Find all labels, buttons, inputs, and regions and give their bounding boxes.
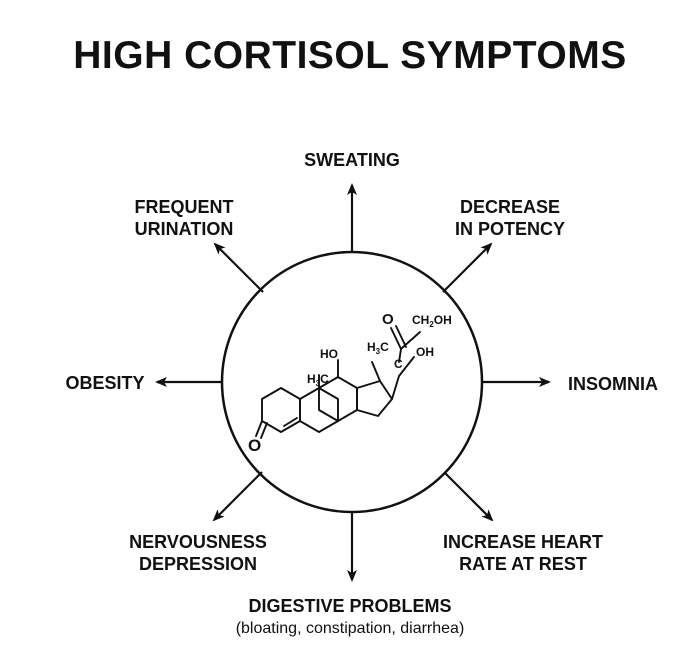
hydroxyl-17-bond (398, 356, 415, 377)
arrow-bottom-left (212, 471, 263, 522)
arrow-top-right (442, 242, 493, 293)
c20-c21-bond (401, 331, 421, 349)
symptom-bottom-note: (bloating, constipation, diarrhea) (235, 620, 465, 637)
c17-c20-bond (391, 375, 400, 400)
symptom-top-right: DECREASE IN POTENCY (454, 197, 565, 239)
c20-label: C (394, 357, 403, 371)
symptom-top: SWEATING (304, 150, 400, 170)
symptom-bottom-right: INCREASE HEART RATE AT REST (442, 532, 603, 574)
h3c-19-label: H3C (307, 372, 329, 388)
side-ketone-bond-1 (390, 327, 402, 350)
arrow-bottom-right (443, 471, 494, 522)
symptom-right: INSOMNIA (568, 374, 658, 394)
ketone-bond-2 (260, 422, 268, 439)
oh-17-label: OH (416, 345, 434, 359)
c20-bond (398, 348, 402, 363)
side-ketone-bond-2 (395, 325, 407, 348)
ho-11-label: HO (320, 347, 338, 361)
cortisol-molecule (255, 325, 421, 439)
symptom-bottom: DIGESTIVE PROBLEMS (248, 596, 452, 616)
ch2oh-label: CH2OH (412, 313, 452, 329)
ring-a-double-bond (283, 417, 298, 427)
ring-b (299, 387, 339, 433)
symptom-bottom-left: NERVOUSNESS DEPRESSION (129, 532, 267, 574)
symptom-top-left: FREQUENT URINATION (134, 197, 234, 239)
ketone-bond-1 (255, 420, 263, 437)
ring-d (356, 380, 393, 417)
methyl-18-bond (371, 361, 381, 382)
ketone-o-label: O (248, 436, 261, 455)
page-title: HIGH CORTISOL SYMPTOMS (73, 34, 627, 77)
symptom-left: OBESITY (65, 373, 145, 393)
h3c-18-label: H3C (367, 340, 389, 356)
side-chain-o-label: O (382, 311, 394, 328)
arrow-top-left (213, 242, 264, 293)
